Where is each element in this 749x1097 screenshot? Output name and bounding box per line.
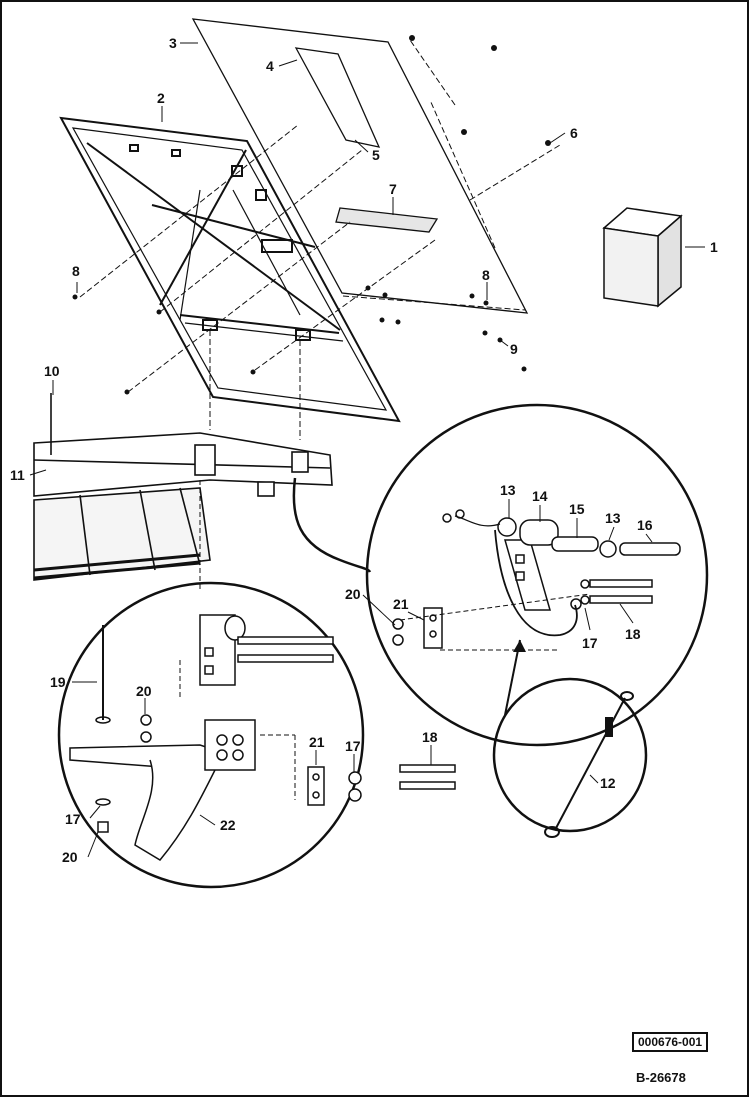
callout-10: 10 bbox=[44, 363, 60, 379]
detail-circle-hinge-left bbox=[57, 581, 365, 889]
callout-22: 22 bbox=[220, 817, 236, 833]
frame-assembly bbox=[59, 116, 401, 423]
drawing-reference-code: 000676-001 bbox=[632, 1032, 709, 1052]
decal-box bbox=[602, 207, 683, 308]
callout-12: 12 bbox=[600, 775, 616, 791]
callout-11: 11 bbox=[10, 467, 25, 483]
detail-arrow-head bbox=[513, 640, 526, 652]
callout-4: 4 bbox=[266, 58, 274, 74]
callout-3: 3 bbox=[169, 35, 177, 51]
callout-20-right: 20 bbox=[345, 586, 361, 602]
callout-16: 16 bbox=[637, 517, 653, 533]
callout-17-left: 17 bbox=[345, 738, 361, 754]
callout-18-right: 18 bbox=[625, 626, 641, 642]
callout-17-right: 17 bbox=[582, 635, 598, 651]
assembly-leader-lines bbox=[79, 39, 561, 440]
hinge-detail-left bbox=[69, 614, 456, 861]
callout-9: 9 bbox=[510, 341, 518, 357]
callout-20-left: 20 bbox=[136, 683, 152, 699]
callout-2: 2 bbox=[157, 90, 165, 106]
cover-panel bbox=[191, 18, 529, 314]
lanyard-cable-detail bbox=[544, 691, 634, 838]
callout-21-right: 21 bbox=[393, 596, 409, 612]
base-frame bbox=[33, 393, 372, 590]
callout-15: 15 bbox=[569, 501, 585, 517]
sheet-number: B-26678 bbox=[636, 1070, 686, 1085]
callout-21-left: 21 bbox=[309, 734, 325, 750]
callout-6: 6 bbox=[570, 125, 578, 141]
callout-leaders bbox=[29, 42, 705, 858]
callout-19: 19 bbox=[50, 674, 66, 690]
callout-18-left: 18 bbox=[422, 729, 438, 745]
hinge-detail-right bbox=[392, 509, 681, 651]
callout-13-right: 13 bbox=[605, 510, 621, 526]
callout-1: 1 bbox=[710, 239, 718, 255]
callout-13-left: 13 bbox=[500, 482, 516, 498]
fasteners bbox=[72, 35, 551, 395]
callout-17-bottom: 17 bbox=[65, 811, 81, 827]
callout-8-left: 8 bbox=[72, 263, 80, 279]
callout-20-bottom: 20 bbox=[62, 849, 78, 865]
callout-14: 14 bbox=[532, 488, 548, 504]
callout-8-right: 8 bbox=[482, 267, 490, 283]
detail-circle-hinge-right bbox=[365, 403, 709, 747]
detail-circle-cable bbox=[492, 677, 648, 833]
callout-5: 5 bbox=[372, 147, 380, 163]
callout-7: 7 bbox=[389, 181, 397, 197]
